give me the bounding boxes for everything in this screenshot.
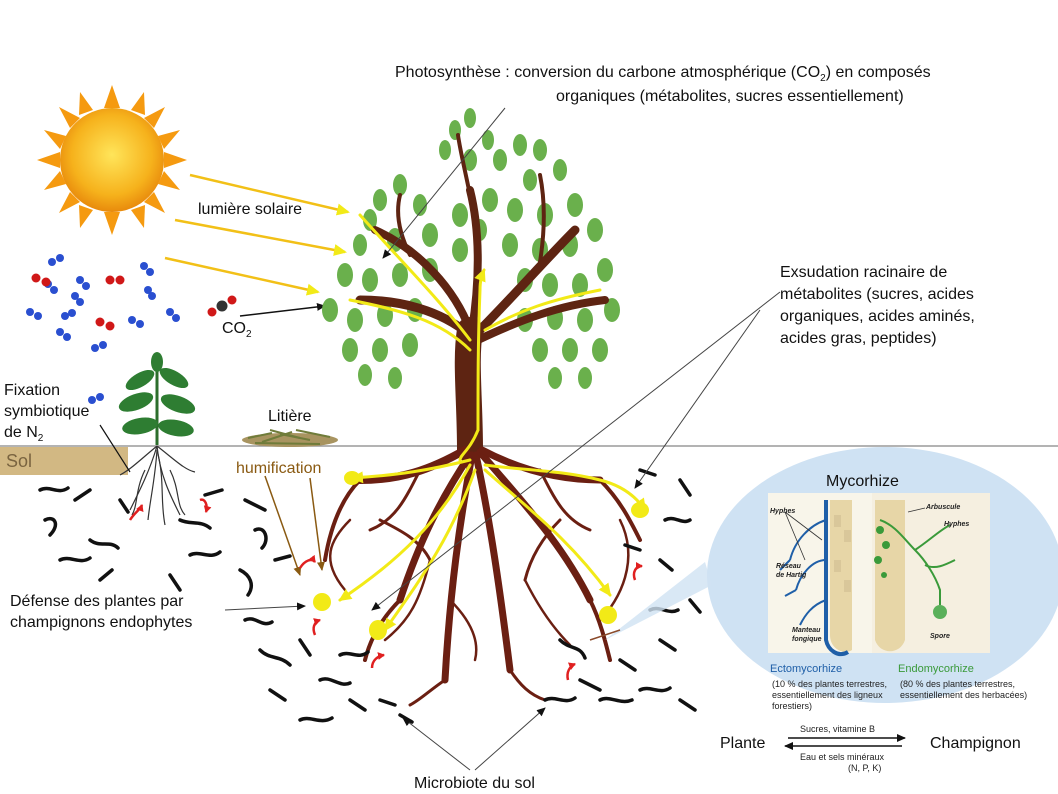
sunlight-arrows	[164, 173, 350, 296]
exchange-fungus-label: Champignon	[930, 735, 1021, 752]
ecto-desc-line2: essentiellement des ligneux	[772, 690, 883, 700]
humification-arrows	[264, 475, 325, 576]
inset-arbuscule: Arbuscule	[926, 504, 961, 511]
litter-pile	[242, 429, 338, 447]
inset-spore: Spore	[930, 633, 950, 640]
inset-de-hartig: de Hartig	[776, 572, 807, 579]
sun-icon	[37, 85, 187, 235]
air-molecules	[26, 254, 237, 404]
exchange-plant-label: Plante	[720, 735, 766, 752]
sunlight-label: lumière solaire	[198, 201, 303, 218]
exudation-label-line3: organiques, acides aminés,	[780, 308, 975, 325]
humification-label: humification	[236, 460, 322, 477]
exchange-to-fungus: Sucres, vitamine B	[800, 724, 876, 734]
exudation-label-line2: métabolites (sucres, acides	[780, 286, 974, 303]
fixation-label-line2: symbiotique	[4, 403, 90, 420]
ecto-desc-line3: forestiers)	[772, 701, 813, 711]
inset-hyphes-right: Hyphes	[944, 521, 970, 528]
ecto-name: Ectomycorhize	[770, 663, 843, 675]
exudate-blobs	[313, 471, 649, 640]
legume-plant-icon	[118, 352, 196, 526]
fixation-label-line3: de N2	[4, 424, 44, 445]
mycorrhiza-inset	[589, 447, 1058, 703]
exudation-label-line1: Exsudation racinaire de	[780, 264, 948, 281]
endo-desc-line2: essentiellement des herbacées)	[900, 690, 1028, 700]
fixation-label-line1: Fixation	[4, 382, 61, 399]
soil-label: Sol	[6, 451, 33, 471]
photosynthesis-label-line2: organiques (métabolites, sucres essentie…	[556, 88, 904, 105]
inset-manteau: Manteau	[792, 627, 821, 634]
co2-molecule	[207, 295, 237, 317]
inset-reseau: Réseau	[776, 563, 801, 570]
ecto-desc-line1: (10 % des plantes terrestres,	[772, 679, 888, 689]
endo-name: Endomycorhize	[898, 663, 974, 675]
co2-arrow	[239, 302, 326, 317]
tree-roots	[323, 446, 642, 707]
exudation-label-line4: acides gras, peptides)	[780, 330, 937, 347]
microbiota-label: Microbiote du sol	[414, 775, 535, 792]
photosynthesis-label-line1: Photosynthèse : conversion du carbone at…	[395, 64, 931, 85]
inset-fongique: fongique	[792, 636, 822, 643]
soil-band	[0, 447, 128, 475]
exchange-arrows	[784, 734, 906, 750]
annotation-pointers	[224, 107, 781, 771]
fixation-pointer	[99, 424, 131, 473]
exchange-to-plant-line1: Eau et sels minéraux	[800, 752, 885, 762]
defense-label-line1: Défense des plantes par	[10, 593, 184, 610]
endo-desc-line1: (80 % des plantes terrestres,	[900, 679, 1016, 689]
exchange-to-plant-line2: (N, P, K)	[848, 763, 882, 773]
litter-label: Litière	[268, 408, 312, 425]
sap-flow	[338, 213, 647, 632]
mycorrhiza-title: Mycorhize	[826, 473, 899, 490]
defense-label-line2: champignons endophytes	[10, 614, 193, 631]
red-exchange-arrows	[128, 498, 643, 681]
soil-microbiota	[38, 468, 702, 724]
co2-label: CO2	[222, 320, 252, 341]
inset-hyphes-left: Hyphes	[770, 508, 796, 515]
